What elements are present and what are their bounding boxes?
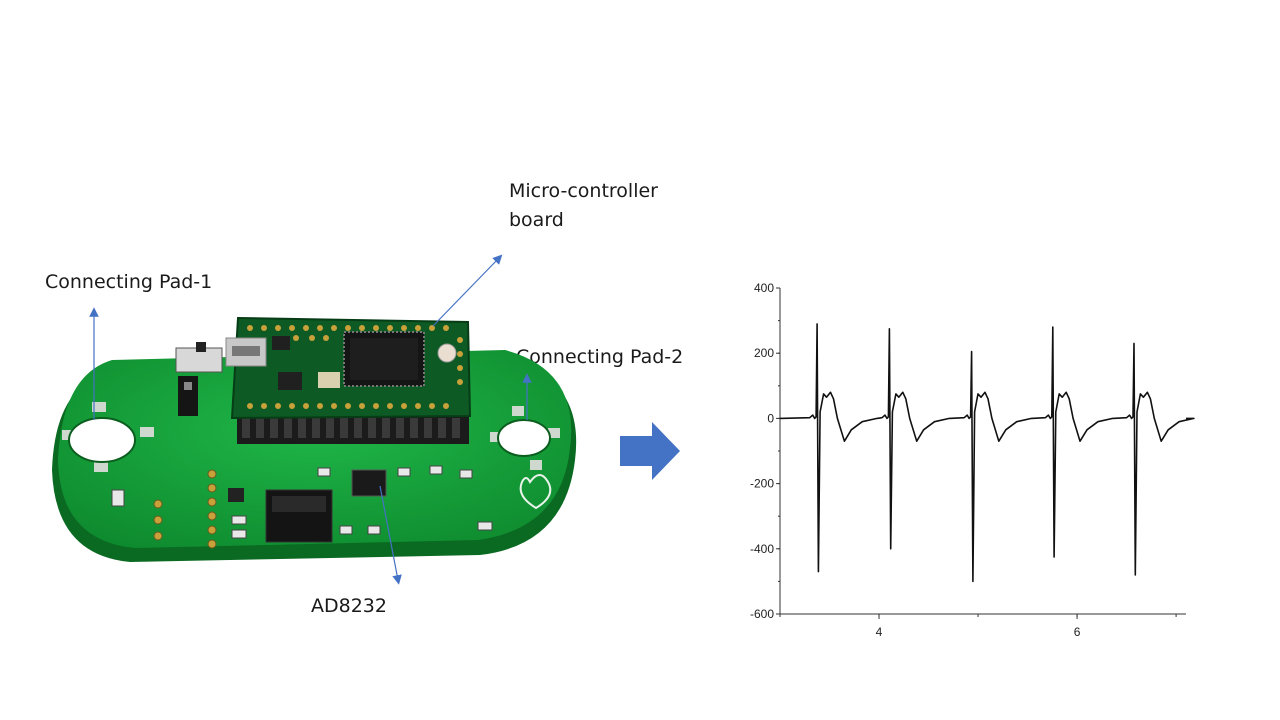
pcb-photo — [52, 316, 577, 562]
y-tick-label: -200 — [750, 477, 774, 491]
y-tick-label: 200 — [754, 346, 774, 360]
microcontroller-label: Micro-controller board — [509, 177, 658, 235]
x-tick-label: 4 — [876, 625, 883, 639]
ad8232-label: AD8232 — [311, 595, 387, 617]
ecg-chart: 400 200 0 -200 -400 -600 4 6 — [750, 281, 1195, 639]
pad2-label: Connecting Pad-2 — [516, 346, 684, 368]
microcontroller-label-line1: Micro-controller — [509, 180, 658, 202]
microcontroller-board — [225, 316, 472, 420]
y-tick-label: 400 — [754, 281, 774, 295]
ad8232-arrow — [379, 485, 402, 585]
mcu-arrow — [432, 254, 503, 327]
y-tick-label: -600 — [750, 607, 774, 621]
pad1-label: Connecting Pad-1 — [45, 271, 213, 293]
connecting-pad-1 — [62, 402, 154, 472]
ecg-trace — [779, 323, 1195, 583]
ad8232-chip — [351, 469, 387, 497]
microcontroller-label-line2: board — [509, 209, 564, 231]
flow-arrow — [620, 422, 680, 480]
x-tick-label: 6 — [1074, 625, 1081, 639]
connecting-pad-2 — [490, 406, 560, 470]
y-tick-label: 0 — [767, 411, 774, 425]
y-tick-label: -400 — [750, 542, 774, 556]
